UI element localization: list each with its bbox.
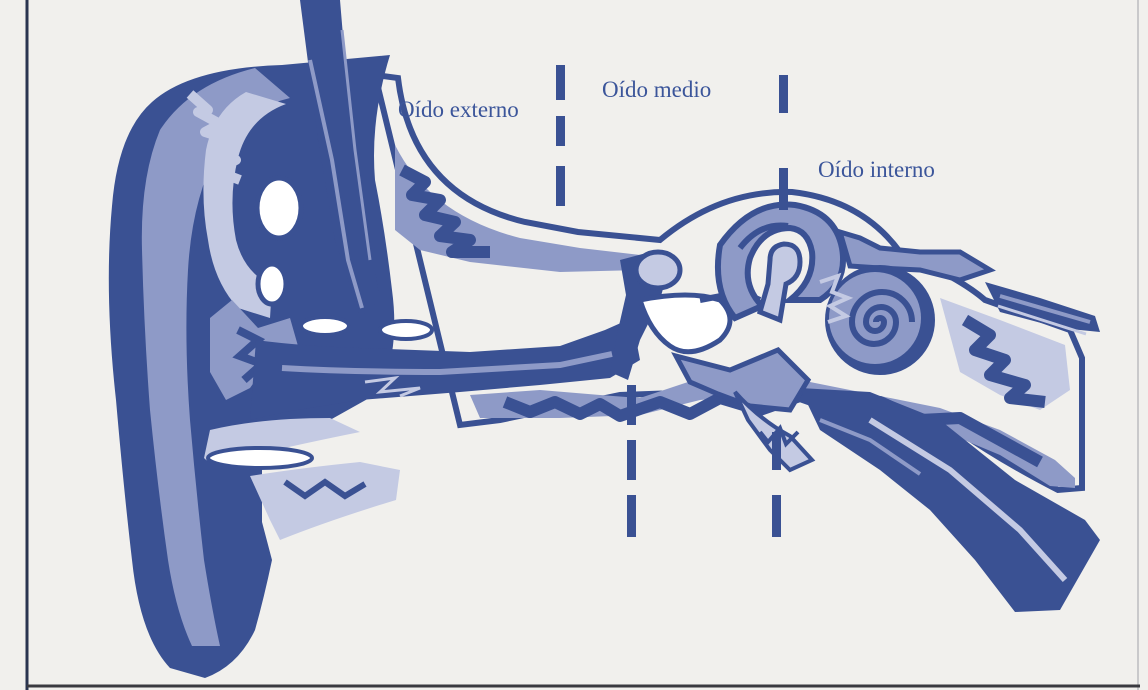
divider-outer-middle-segment-4 — [627, 385, 636, 425]
divider-middle-inner-segment-4 — [772, 495, 781, 537]
label-middle-ear: Oído medio — [602, 78, 711, 101]
divider-outer-middle-segment-1 — [556, 65, 565, 100]
divider-outer-middle-segment-2 — [556, 116, 565, 146]
divider-outer-middle-segment-6 — [627, 495, 636, 537]
divider-middle-inner-segment-3 — [772, 432, 781, 470]
divider-outer-middle-segment-3 — [556, 166, 565, 206]
divider-outer-middle-segment-5 — [627, 440, 636, 480]
divider-middle-inner-segment-1 — [779, 75, 788, 113]
label-inner-ear: Oído interno — [818, 158, 935, 181]
divider-middle-inner-segment-2 — [779, 168, 788, 210]
label-outer-ear: Oído externo — [398, 98, 519, 121]
